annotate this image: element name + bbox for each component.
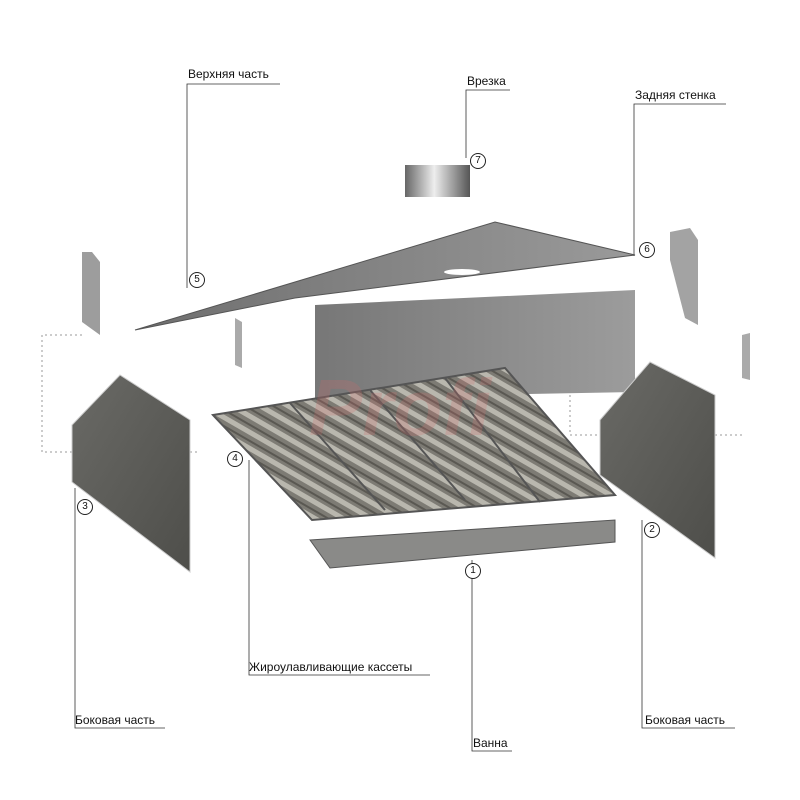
grease-cassettes xyxy=(210,366,618,522)
leader-lines xyxy=(74,83,735,752)
callout-6: 6 xyxy=(639,242,655,258)
callout-4: 4 xyxy=(227,451,243,467)
top-panel xyxy=(134,221,636,331)
label-top-part: Верхняя часть xyxy=(188,67,269,81)
label-cassettes: Жироулавливающие кассеты xyxy=(249,660,413,674)
label-side-left: Боковая часть xyxy=(75,713,156,727)
bracket-right xyxy=(670,228,698,325)
callout-2: 2 xyxy=(644,522,660,538)
side-panel-left xyxy=(71,374,191,574)
callout-7: 7 xyxy=(470,153,486,169)
cutin-collar xyxy=(405,165,470,197)
label-cutin: Врезка xyxy=(467,74,506,88)
label-side-right: Боковая часть xyxy=(645,713,726,727)
label-bath: Ванна xyxy=(473,736,508,750)
side-panel-right xyxy=(599,361,716,559)
bath xyxy=(309,519,616,569)
watermark: Profi xyxy=(309,363,493,452)
bracket-left-small xyxy=(235,318,242,368)
callout-5: 5 xyxy=(189,272,205,288)
back-wall xyxy=(315,290,635,398)
bracket-right-small xyxy=(742,333,750,380)
bracket-left xyxy=(82,252,100,335)
callout-1: 1 xyxy=(465,563,481,579)
callout-3: 3 xyxy=(77,499,93,515)
label-back-wall: Задняя стенка xyxy=(635,88,716,102)
top-panel-slot xyxy=(444,269,480,275)
